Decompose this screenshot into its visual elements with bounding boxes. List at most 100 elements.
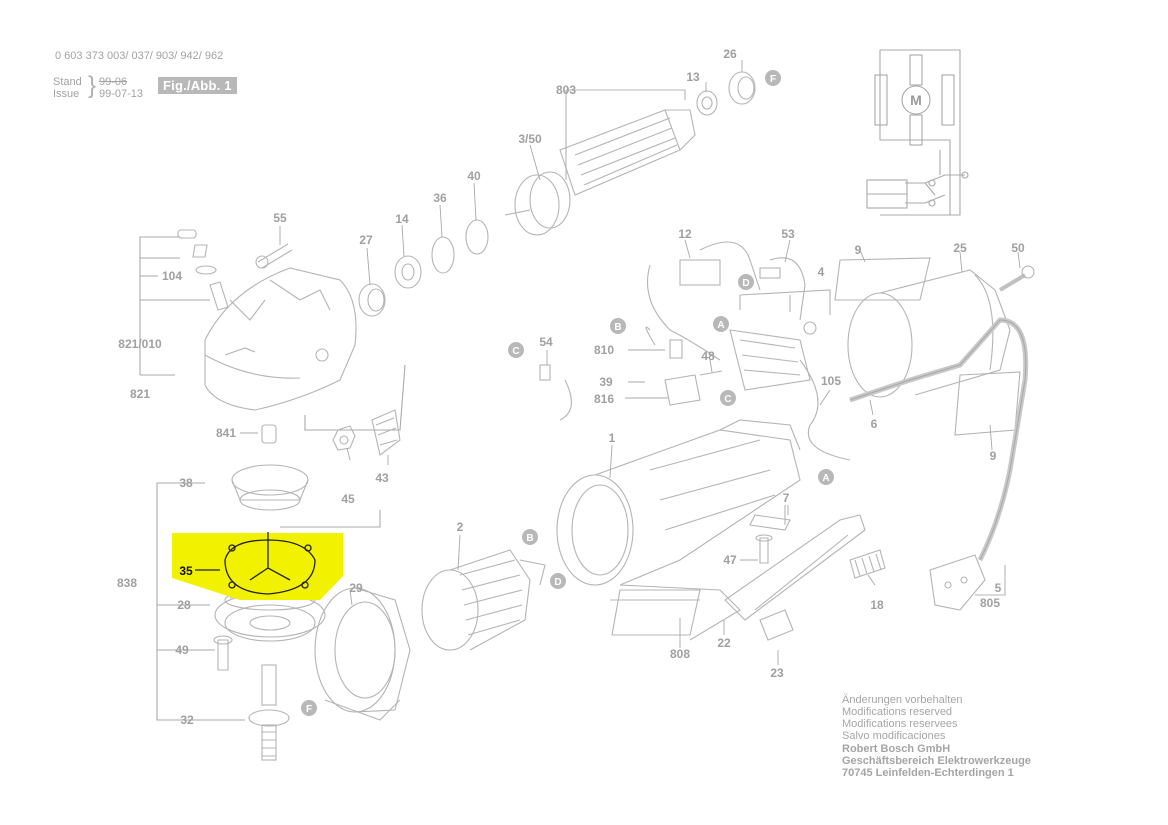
label-105: 105 xyxy=(821,374,841,388)
footer-line-es: Salvo modificaciones xyxy=(842,730,946,742)
leader-lines xyxy=(279,60,1021,665)
label-13: 13 xyxy=(686,70,700,84)
bevel-gear-38 xyxy=(231,424,309,511)
label-841: 841 xyxy=(216,426,236,440)
label-25: 25 xyxy=(953,241,967,255)
connector-markers: F C B D A C A B D F xyxy=(301,70,834,716)
label-53: 53 xyxy=(781,227,795,241)
motor-symbol-circle xyxy=(901,85,931,115)
label-55: 55 xyxy=(273,211,287,225)
label-808: 808 xyxy=(670,647,690,661)
label-28: 28 xyxy=(177,598,191,612)
label-54: 54 xyxy=(539,335,553,349)
connector-a-top: A xyxy=(717,320,724,331)
footer-address: 70745 Leinfelden-Echterdingen 1 xyxy=(842,767,1014,779)
bearing-14 xyxy=(394,255,422,289)
label-6: 6 xyxy=(871,417,878,431)
connector-f-top: F xyxy=(770,74,776,85)
footer-division: Geschäftsbereich Elektrowerkzeuge xyxy=(842,755,1031,767)
label-35-highlighted: 35 xyxy=(179,564,193,578)
connector-f-bottom: F xyxy=(306,704,312,715)
stand-label: Stand xyxy=(53,76,82,88)
connector-d-top: D xyxy=(742,278,749,289)
spring-part xyxy=(192,244,208,258)
screw-47 xyxy=(759,537,769,564)
gear-head-housing xyxy=(204,267,357,411)
label-50: 50 xyxy=(1011,241,1025,255)
label-29: 29 xyxy=(349,581,363,595)
label-104: 104 xyxy=(162,269,182,283)
label-45: 45 xyxy=(341,492,355,506)
label-9-top: 9 xyxy=(855,243,862,257)
footer-line-fr: Modifications reservees xyxy=(842,718,958,730)
footer-line-de: Änderungen vorbehalten xyxy=(842,694,963,706)
stand-value: 99-06 xyxy=(99,76,128,88)
label-4: 4 xyxy=(818,265,825,279)
label-38: 38 xyxy=(179,476,193,490)
housing-25 xyxy=(834,257,1021,436)
connector-a-right: A xyxy=(822,473,829,484)
label-43: 43 xyxy=(375,471,389,485)
figure-label: Fig./Abb. 1 xyxy=(158,77,237,94)
label-49: 49 xyxy=(175,643,189,657)
connector-c-left: C xyxy=(512,346,519,357)
bearing-27 xyxy=(358,283,386,317)
label-14: 14 xyxy=(395,212,409,226)
pinion-43 xyxy=(371,409,401,456)
label-816: 816 xyxy=(594,392,614,406)
connector-c-mid: C xyxy=(724,394,731,405)
spindle-32 xyxy=(248,664,290,761)
power-cord-805 xyxy=(849,317,1029,611)
label-22: 22 xyxy=(717,636,731,650)
label-9-bottom xyxy=(954,371,1021,436)
label-27: 27 xyxy=(359,233,373,247)
cap-part xyxy=(177,229,197,239)
label-26: 26 xyxy=(723,47,737,61)
label-39: 39 xyxy=(599,375,613,389)
label-23: 23 xyxy=(770,666,784,680)
label-48: 48 xyxy=(701,349,715,363)
label-2: 2 xyxy=(457,520,464,534)
connector-b-bottom: B xyxy=(526,533,533,544)
label-12: 12 xyxy=(678,227,692,241)
bracket-7 xyxy=(749,514,791,531)
ring-36 xyxy=(431,236,455,274)
switch-wiring xyxy=(539,241,851,461)
label-838: 838 xyxy=(117,576,137,590)
bracket-glyph: } xyxy=(88,72,97,99)
label-9-bottom: 9 xyxy=(990,449,997,463)
screw-49 xyxy=(217,639,229,671)
nut-45 xyxy=(332,425,356,451)
label-18: 18 xyxy=(870,598,884,612)
label-805: 805 xyxy=(980,596,1000,610)
pin-part xyxy=(209,281,229,311)
label-821: 821 xyxy=(130,387,150,401)
label-1: 1 xyxy=(609,431,616,445)
label-9-top xyxy=(834,257,931,301)
motor-housing-1 xyxy=(556,419,801,641)
label-32: 32 xyxy=(180,713,194,727)
label-808 xyxy=(611,589,701,636)
label-40: 40 xyxy=(467,169,481,183)
gasket-35 xyxy=(195,532,316,595)
motor-symbol-label: M xyxy=(910,92,922,108)
issue-label: Issue xyxy=(53,88,80,100)
label-7: 7 xyxy=(783,491,790,505)
bushing-841 xyxy=(261,424,277,444)
label-47: 47 xyxy=(723,553,737,567)
footer-line-en: Modifications reserved xyxy=(842,706,953,718)
label-803: 803 xyxy=(556,83,576,97)
issue-value: 99-07-13 xyxy=(99,88,144,100)
connector-d-bottom: D xyxy=(554,577,561,588)
connector-b-top: B xyxy=(614,322,621,333)
label-3-50: 3/50 xyxy=(518,132,542,146)
footer-company: Robert Bosch GmbH xyxy=(842,743,951,755)
label-36: 36 xyxy=(433,191,447,205)
bearing-26 xyxy=(728,71,756,105)
spring-18 xyxy=(849,549,886,579)
o-ring-part xyxy=(195,265,217,275)
label-5: 5 xyxy=(995,581,1002,595)
part-numbers: 0 603 373 003/ 037/ 903/ 942/ 962 xyxy=(55,50,224,62)
